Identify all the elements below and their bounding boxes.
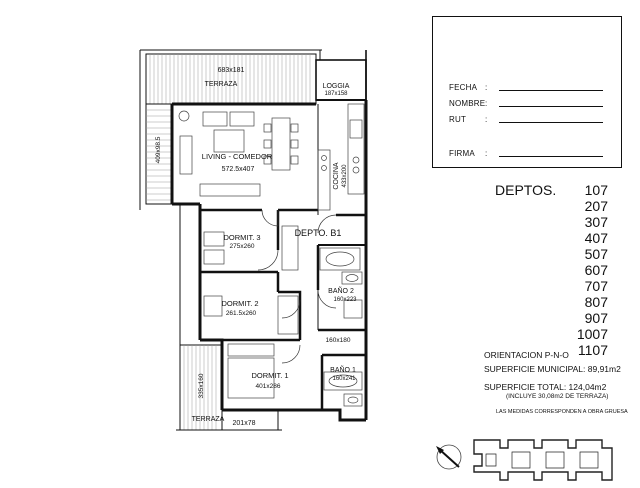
- form-row-rut: RUT :: [449, 115, 603, 124]
- orientacion: ORIENTACION P-N-O: [484, 350, 569, 360]
- terraza-bottom-dims: 201x78: [233, 420, 256, 427]
- fecha-label: FECHA: [449, 83, 478, 92]
- form-row-nombre: NOMBRE :: [449, 99, 603, 108]
- terraza-top-name: TERRAZA: [205, 81, 238, 88]
- dormit3-dims: 275x260: [230, 243, 255, 250]
- depto-number: 607: [584, 262, 608, 278]
- signature-form: FECHA : NOMBRE : RUT : FIRMA :: [432, 16, 622, 168]
- living-furniture: [178, 110, 299, 197]
- door-swings: [257, 209, 337, 364]
- depto-number: 707: [584, 278, 608, 294]
- dormit1-dims: 401x286: [256, 383, 281, 390]
- depto-number: 207: [584, 198, 608, 214]
- cocina-dims: 433x200: [342, 164, 348, 188]
- terraza-top-dims: 683x181: [218, 67, 245, 74]
- depto-number: 407: [584, 230, 608, 246]
- bathroom-fixtures: [319, 247, 363, 407]
- unit-label: DEPTO. B1: [295, 228, 342, 238]
- depto-number: 807: [584, 294, 608, 310]
- superficie-municipal: SUPERFICIE MUNICIPAL: 89,91m2: [484, 364, 621, 374]
- bano2-name: BAÑO 2: [328, 286, 354, 295]
- dormit2-dims: 261.5x260: [226, 310, 257, 317]
- terraza-bottom-name: TERRAZA: [192, 416, 225, 423]
- dormit2-name: DORMIT. 2: [221, 299, 258, 308]
- nombre-label: NOMBRE: [449, 99, 486, 108]
- compass-icon: [436, 444, 462, 470]
- depto-number: 307: [584, 214, 608, 230]
- medidas-note: LAS MEDIDAS CORRESPONDEN A OBRA GRUESA: [496, 409, 628, 415]
- form-row-fecha: FECHA :: [449, 83, 603, 92]
- terrace-top: [139, 49, 322, 210]
- incluye-terraza: (INCLUYE 30,08m2 DE TERRAZA): [506, 393, 609, 400]
- form-row-firma: FIRMA :: [449, 149, 603, 158]
- firma-line[interactable]: [499, 156, 603, 157]
- depto-number: 107: [584, 182, 608, 198]
- cocina-name: COCINA: [333, 162, 340, 190]
- loggia-dims: 187x158: [324, 91, 348, 97]
- interior-walls: [200, 104, 366, 410]
- bano2-dims: 160x223: [333, 297, 357, 303]
- bano1-name: BAÑO 1: [330, 365, 356, 374]
- depto-number: 907: [584, 310, 608, 326]
- passage-dims: 160x180: [326, 337, 351, 344]
- terrace-bottom: [176, 344, 282, 431]
- bedroom-furniture: [203, 225, 299, 399]
- nombre-line[interactable]: [499, 106, 603, 107]
- living-name: LIVING - COMEDOR: [202, 152, 273, 161]
- bano1-dims: 160x241: [332, 376, 356, 382]
- firma-label: FIRMA: [449, 149, 475, 158]
- dormit3-name: DORMIT. 3: [223, 233, 260, 242]
- rut-line[interactable]: [499, 122, 603, 123]
- loggia-name: LOGGIA: [323, 83, 350, 90]
- superficie-total: SUPERFICIE TOTAL: 124,04m2: [484, 382, 607, 392]
- living-dims: 572.5x407: [222, 166, 255, 173]
- key-plan-icon: [473, 439, 613, 481]
- side-dims-bottom: 335x160: [198, 373, 205, 398]
- depto-number: 1007: [576, 326, 608, 342]
- dormit1-name: DORMIT. 1: [251, 371, 288, 380]
- fecha-line[interactable]: [499, 90, 603, 91]
- side-dims-top: 409x98.5: [155, 136, 162, 163]
- depto-number: 507: [584, 246, 608, 262]
- deptos-title: DEPTOS.: [495, 182, 557, 198]
- depto-number: 1107: [577, 342, 608, 358]
- room-labels: 683x181 TERRAZA LOGGIA 187x158 LIVING - …: [155, 67, 357, 427]
- kitchen-counters: [317, 103, 365, 211]
- rut-label: RUT: [449, 115, 467, 124]
